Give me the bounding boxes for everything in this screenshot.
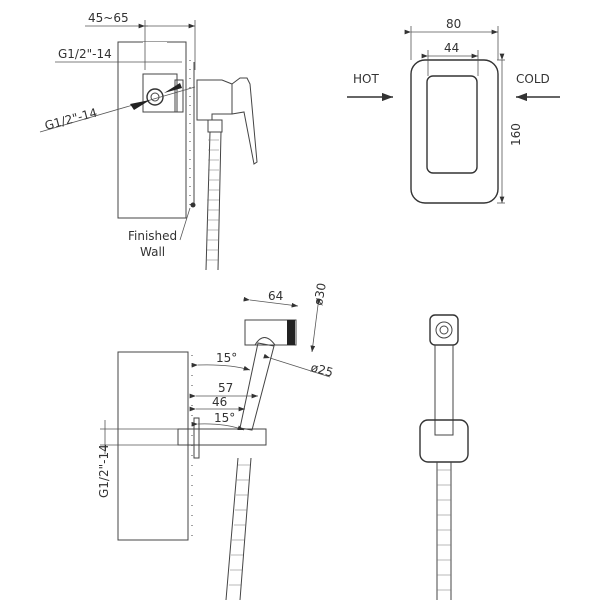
sprayer-side-view: 64 ø30 ø25 15° 57 46 15° G1/2"-14 xyxy=(97,282,335,600)
sprayer-length-dimension: 64 xyxy=(268,289,283,303)
cover-plate xyxy=(410,59,499,204)
body-diameter-dimension: ø25 xyxy=(309,360,334,379)
head-diameter-dimension: ø30 xyxy=(311,282,329,307)
sprayer-front-view xyxy=(419,314,469,600)
sprayer-head xyxy=(244,319,297,346)
holder-plate xyxy=(419,419,469,463)
inlet-circle xyxy=(146,88,164,106)
inner-width-dimension: 44 xyxy=(444,41,459,55)
hose-bottom xyxy=(225,457,252,600)
wall-label: Wall xyxy=(140,245,165,259)
mixer-lever xyxy=(231,77,258,165)
front-plate-view: 80 44 160 HOT COLD xyxy=(347,17,560,204)
cold-label: COLD xyxy=(516,72,550,86)
plate-width-dimension: 80 xyxy=(446,17,461,31)
lever-outline xyxy=(426,75,478,174)
inner-length-dimension: 46 xyxy=(212,395,227,409)
sprayer-handle-front xyxy=(434,344,454,436)
thread-side-label: G1/2"-14 xyxy=(43,105,99,132)
plate-height-dimension: 160 xyxy=(509,123,523,146)
angle-bottom-dimension: 15° xyxy=(214,411,235,425)
side-section-view: 45~65 G1/2"-14 G1/2"-14 Finished Wall xyxy=(39,11,258,271)
wall-hatch-bottom xyxy=(117,351,189,541)
mixer-body xyxy=(196,79,233,121)
wall-bracket xyxy=(177,428,267,446)
sprayer-head-front xyxy=(429,314,459,346)
thread-bottom-label: G1/2"-14 xyxy=(97,444,111,498)
finished-label: Finished xyxy=(128,229,177,243)
thread-top-label: G1/2"-14 xyxy=(58,47,112,61)
hose-front xyxy=(436,462,452,600)
hose xyxy=(205,131,222,271)
outer-length-dimension: 57 xyxy=(218,381,233,395)
sprayer-handle xyxy=(239,342,275,431)
hot-label: HOT xyxy=(353,72,379,86)
angle-top-dimension: 15° xyxy=(216,351,237,365)
depth-dimension: 45~65 xyxy=(88,11,129,25)
valve-body xyxy=(142,73,178,113)
